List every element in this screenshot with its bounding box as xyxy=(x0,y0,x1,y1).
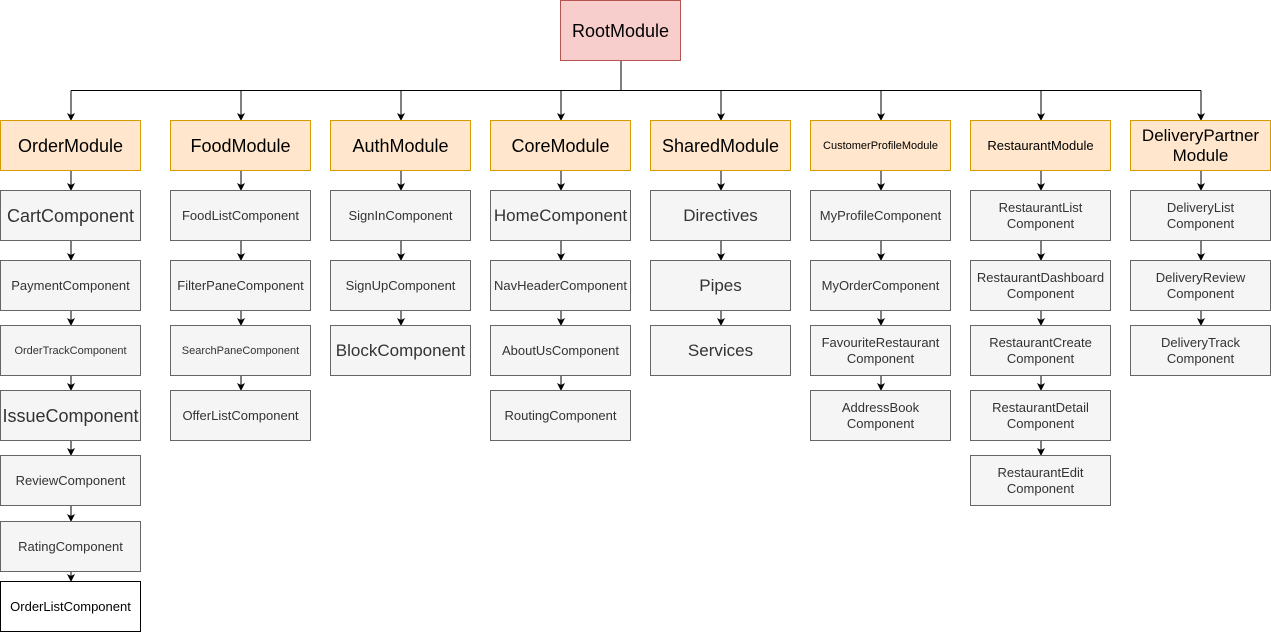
offer-list-component[interactable]: OfferListComponent xyxy=(170,390,311,441)
sign-up-component[interactable]: SignUpComponent xyxy=(330,260,471,311)
shared-module[interactable]: SharedModule xyxy=(650,120,791,171)
root-module[interactable]: RootModule xyxy=(560,0,681,61)
restaurant-module[interactable]: RestaurantModule xyxy=(970,120,1111,171)
issue-component[interactable]: IssueComponent xyxy=(0,390,141,441)
favourite-restaurant-component[interactable]: FavouriteRestaurant Component xyxy=(810,325,951,376)
restaurant-create-component[interactable]: RestaurantCreate Component xyxy=(970,325,1111,376)
review-component[interactable]: ReviewComponent xyxy=(0,455,141,506)
sign-in-component[interactable]: SignInComponent xyxy=(330,190,471,241)
delivery-track-component[interactable]: DeliveryTrack Component xyxy=(1130,325,1271,376)
routing-component[interactable]: RoutingComponent xyxy=(490,390,631,441)
about-us-component[interactable]: AboutUsComponent xyxy=(490,325,631,376)
delivery-partner-module[interactable]: DeliveryPartner Module xyxy=(1130,120,1271,171)
my-profile-component[interactable]: MyProfileComponent xyxy=(810,190,951,241)
customer-profile-module[interactable]: CustomerProfileModule xyxy=(810,120,951,171)
delivery-review-component[interactable]: DeliveryReview Component xyxy=(1130,260,1271,311)
food-list-component[interactable]: FoodListComponent xyxy=(170,190,311,241)
cart-component[interactable]: CartComponent xyxy=(0,190,141,241)
auth-module[interactable]: AuthModule xyxy=(330,120,471,171)
pipes[interactable]: Pipes xyxy=(650,260,791,311)
my-order-component[interactable]: MyOrderComponent xyxy=(810,260,951,311)
block-component[interactable]: BlockComponent xyxy=(330,325,471,376)
core-module[interactable]: CoreModule xyxy=(490,120,631,171)
rating-component[interactable]: RatingComponent xyxy=(0,521,141,572)
services[interactable]: Services xyxy=(650,325,791,376)
delivery-list-component[interactable]: DeliveryList Component xyxy=(1130,190,1271,241)
order-list-component[interactable]: OrderListComponent xyxy=(0,581,141,632)
filter-pane-component[interactable]: FilterPaneComponent xyxy=(170,260,311,311)
restaurant-dashboard-component[interactable]: RestaurantDashboard Component xyxy=(970,260,1111,311)
address-book-component[interactable]: AddressBook Component xyxy=(810,390,951,441)
order-module[interactable]: OrderModule xyxy=(0,120,141,171)
directives[interactable]: Directives xyxy=(650,190,791,241)
restaurant-edit-component[interactable]: RestaurantEdit Component xyxy=(970,455,1111,506)
restaurant-detail-component[interactable]: RestaurantDetail Component xyxy=(970,390,1111,441)
order-track-component[interactable]: OrderTrackComponent xyxy=(0,325,141,376)
restaurant-list-component[interactable]: RestaurantList Component xyxy=(970,190,1111,241)
search-pane-component[interactable]: SearchPaneComponent xyxy=(170,325,311,376)
nav-header-component[interactable]: NavHeaderComponent xyxy=(490,260,631,311)
food-module[interactable]: FoodModule xyxy=(170,120,311,171)
home-component[interactable]: HomeComponent xyxy=(490,190,631,241)
payment-component[interactable]: PaymentComponent xyxy=(0,260,141,311)
